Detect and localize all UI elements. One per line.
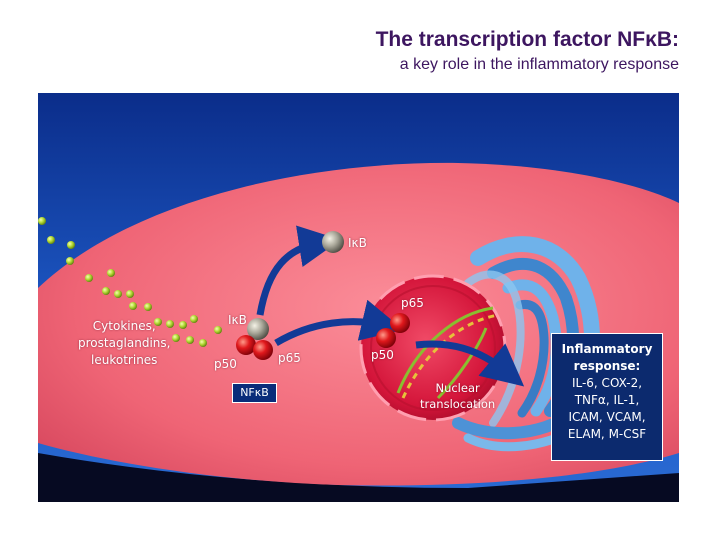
- diagram-artwork: [38, 93, 679, 502]
- slide-subtitle: a key role in the inflammatory response: [399, 56, 679, 73]
- ikb-bound-molecule: [247, 318, 269, 340]
- ikb-release-arrow: [256, 225, 341, 316]
- nfkb-diagram: IκB IκB p50 p65 p65 p50 Cytokines, prost…: [38, 93, 679, 502]
- response-line-2: TNFα, IL-1,: [574, 393, 640, 407]
- transcription-arrow: [415, 340, 525, 387]
- label-nuclear-translocation: Nuclear translocation: [420, 381, 496, 411]
- p50-nuclear-molecule: [376, 328, 396, 348]
- label-ikb-free: IκB: [348, 236, 367, 250]
- p50-cyto-molecule: [236, 335, 256, 355]
- response-line-4: ELAM, M-CSF: [567, 427, 647, 441]
- response-line-1: IL-6, COX-2,: [571, 376, 643, 390]
- nfkb-label-box: NFκB: [232, 383, 277, 403]
- p65-nuclear-molecule: [390, 313, 410, 333]
- extracellular-dark: [38, 453, 679, 502]
- slide-title: The transcription factor NFκB:: [375, 28, 679, 51]
- response-heading-line2: response:: [573, 359, 641, 373]
- label-p65-cyto: p65: [278, 351, 301, 365]
- label-p65-nuclear: p65: [401, 296, 424, 310]
- p65-cyto-molecule: [253, 340, 273, 360]
- response-heading-line1: Inflammatory: [561, 342, 653, 356]
- inflammatory-response-box: Inflammatory response: IL-6, COX-2, TNFα…: [551, 333, 663, 461]
- label-cytokines: Cytokines, prostaglandins, leukotrines: [78, 319, 171, 367]
- label-ikb-bound: IκB: [228, 313, 247, 327]
- ikb-free-molecule: [322, 231, 344, 253]
- cytokine-particles: [38, 217, 222, 347]
- label-p50-cyto: p50: [214, 357, 237, 371]
- translocation-arrow: [274, 299, 404, 347]
- response-line-3: ICAM, VCAM,: [568, 410, 646, 424]
- label-p50-nuclear: p50: [371, 348, 394, 362]
- dna-helix: [396, 306, 499, 400]
